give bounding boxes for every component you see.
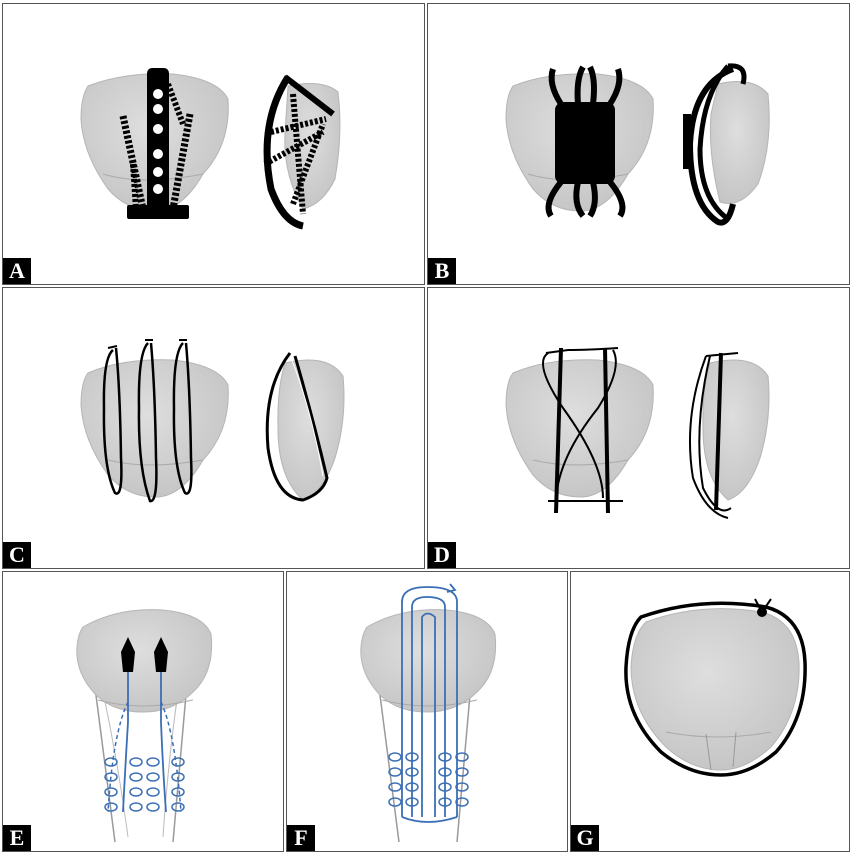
transosseous-suture	[401, 583, 458, 823]
panel-a: A	[2, 3, 425, 285]
suture-loops	[388, 752, 469, 807]
panel-g: G	[570, 571, 850, 852]
wire-cross	[542, 352, 604, 499]
panel-label-c: C	[3, 542, 31, 568]
panel-b-drawing	[505, 63, 770, 226]
panel-d: D	[427, 287, 850, 569]
panel-label-b: B	[428, 258, 456, 284]
wire	[603, 347, 610, 514]
screw	[130, 163, 139, 210]
panel-c-drawing	[80, 339, 345, 503]
screw	[119, 115, 147, 210]
panel-label-f: F	[287, 825, 315, 851]
panel-label-g: G	[571, 825, 599, 851]
plate-side	[263, 75, 304, 230]
panel-a-drawing	[80, 68, 341, 230]
panel-g-drawing	[624, 598, 807, 777]
wire-cross	[555, 349, 617, 501]
panel-label-d: D	[428, 542, 456, 568]
panel-label-e: E	[3, 825, 31, 851]
cage-side	[686, 66, 736, 226]
panel-d-drawing	[505, 347, 770, 519]
screw	[169, 113, 194, 210]
patella-side	[702, 359, 770, 501]
patella-side	[709, 81, 770, 204]
wire	[137, 342, 158, 503]
patella-front	[360, 609, 497, 713]
cage-body	[555, 102, 615, 184]
wire-side	[265, 352, 329, 502]
patella-front	[505, 359, 654, 498]
plate	[147, 68, 169, 218]
wire	[172, 342, 193, 495]
suture-loops	[104, 757, 185, 812]
panel-b: B	[427, 3, 850, 285]
patella-front	[76, 609, 213, 713]
panel-f-drawing	[360, 583, 497, 843]
panel-c: C	[2, 287, 425, 569]
panel-f: F	[286, 571, 568, 852]
panel-e: E	[2, 571, 284, 852]
screw	[165, 82, 186, 126]
wire	[102, 347, 123, 495]
panel-label-a: A	[3, 258, 31, 284]
suture-anchor	[121, 637, 135, 672]
patella-side	[277, 359, 345, 501]
suture-anchor	[154, 637, 168, 672]
panel-e-drawing	[76, 609, 213, 843]
